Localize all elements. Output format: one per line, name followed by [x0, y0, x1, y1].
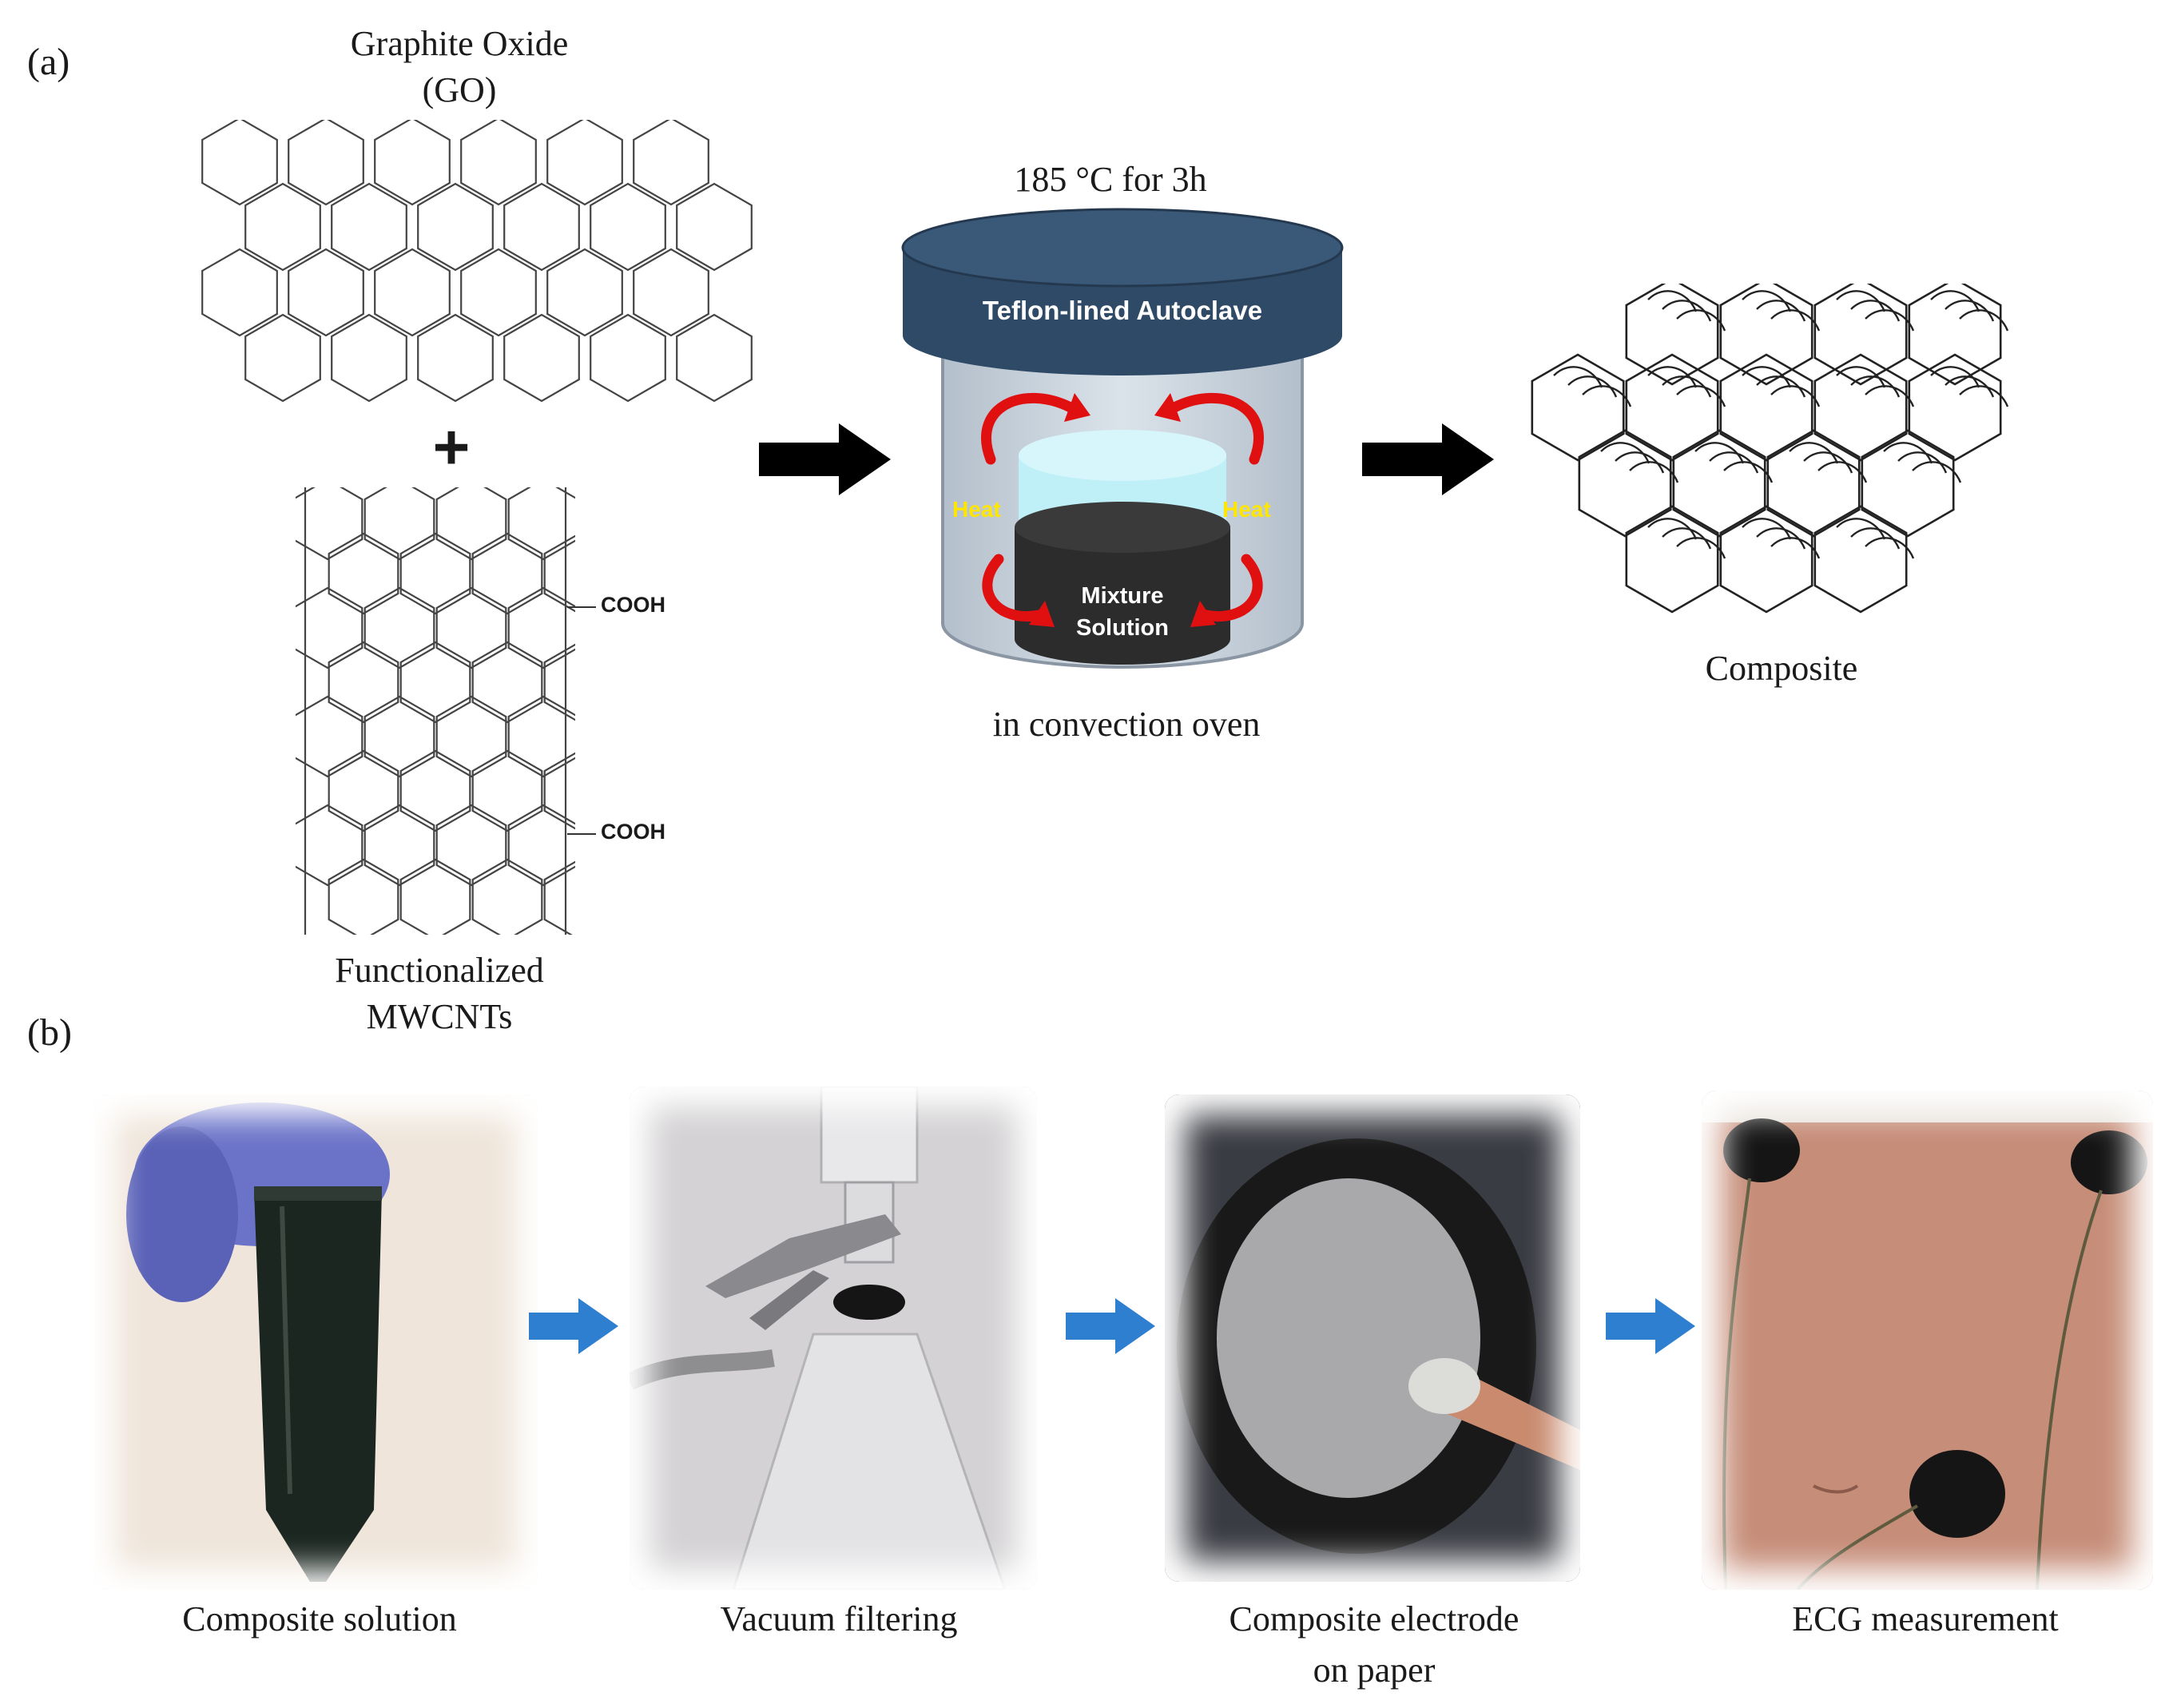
caption-ecg-measurement: ECG measurement	[1792, 1599, 2059, 1638]
process-arrow-2	[1362, 423, 1494, 495]
graphite-oxide-sheet	[201, 120, 753, 403]
cooh-bond-2	[567, 833, 596, 835]
process-arrow-1	[759, 423, 891, 495]
photo-vacuum-filtering	[630, 1086, 1037, 1590]
photo-composite-solution	[94, 1094, 538, 1590]
caption-composite-solution: Composite solution	[182, 1599, 457, 1638]
heat-label-right: Heat	[1222, 497, 1271, 522]
go-title-line2: (GO)	[422, 70, 497, 109]
plus-sign: +	[432, 411, 471, 483]
composite-structure	[1531, 284, 2009, 614]
caption-electrode-line1: Composite electrode	[1229, 1599, 1519, 1638]
panel-b-label: (b)	[27, 1011, 72, 1054]
mixture-label-line2: Solution	[1076, 615, 1169, 641]
photo-ecg-measurement	[1702, 1090, 2153, 1590]
step-arrow-1	[529, 1298, 618, 1354]
mixture-label-line1: Mixture	[1081, 583, 1164, 609]
step-arrow-2	[1066, 1298, 1155, 1354]
photo-composite-electrode	[1165, 1094, 1580, 1582]
caption-vacuum-filtering: Vacuum filtering	[720, 1599, 958, 1638]
cooh-bond-1	[567, 606, 596, 608]
mwcnt-tube	[296, 487, 575, 935]
oven-label: in convection oven	[992, 705, 1261, 744]
panel-a-label: (a)	[27, 41, 70, 83]
go-title-line1: Graphite Oxide	[350, 24, 569, 63]
mwcnt-title-line2: MWCNTs	[366, 997, 513, 1036]
cooh-label-1: COOH	[601, 593, 665, 617]
autoclave-label: Teflon-lined Autoclave	[982, 296, 1263, 325]
autoclave-illustration	[901, 208, 1344, 669]
cooh-label-2: COOH	[601, 820, 665, 844]
step-arrow-3	[1606, 1298, 1695, 1354]
composite-label: Composite	[1705, 649, 1858, 688]
heat-label-left: Heat	[952, 497, 1001, 522]
reaction-condition: 185 °C for 3h	[1014, 160, 1207, 199]
caption-electrode-line2: on paper	[1313, 1650, 1436, 1690]
mwcnt-title-line1: Functionalized	[335, 951, 544, 990]
